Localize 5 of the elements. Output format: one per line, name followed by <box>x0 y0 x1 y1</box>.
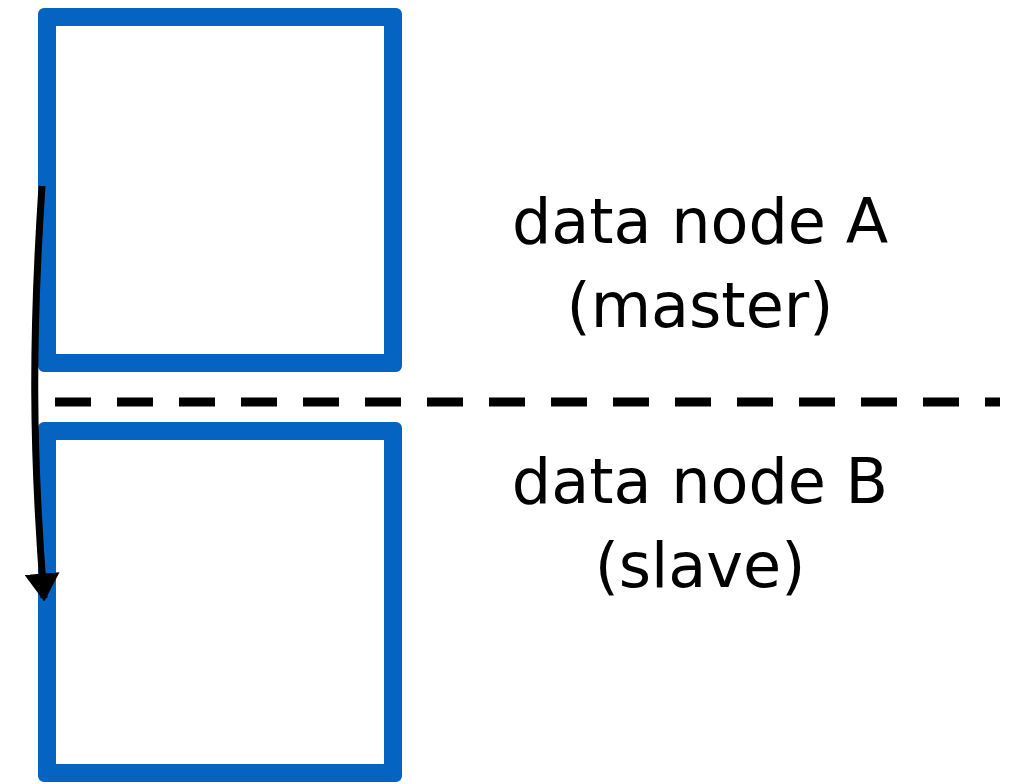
storage-box <box>38 8 402 372</box>
arrow <box>24 185 60 602</box>
node-caption: data node B (slave) <box>510 444 890 604</box>
node-caption: data node A (master) <box>510 184 890 344</box>
storage-box <box>38 422 402 782</box>
